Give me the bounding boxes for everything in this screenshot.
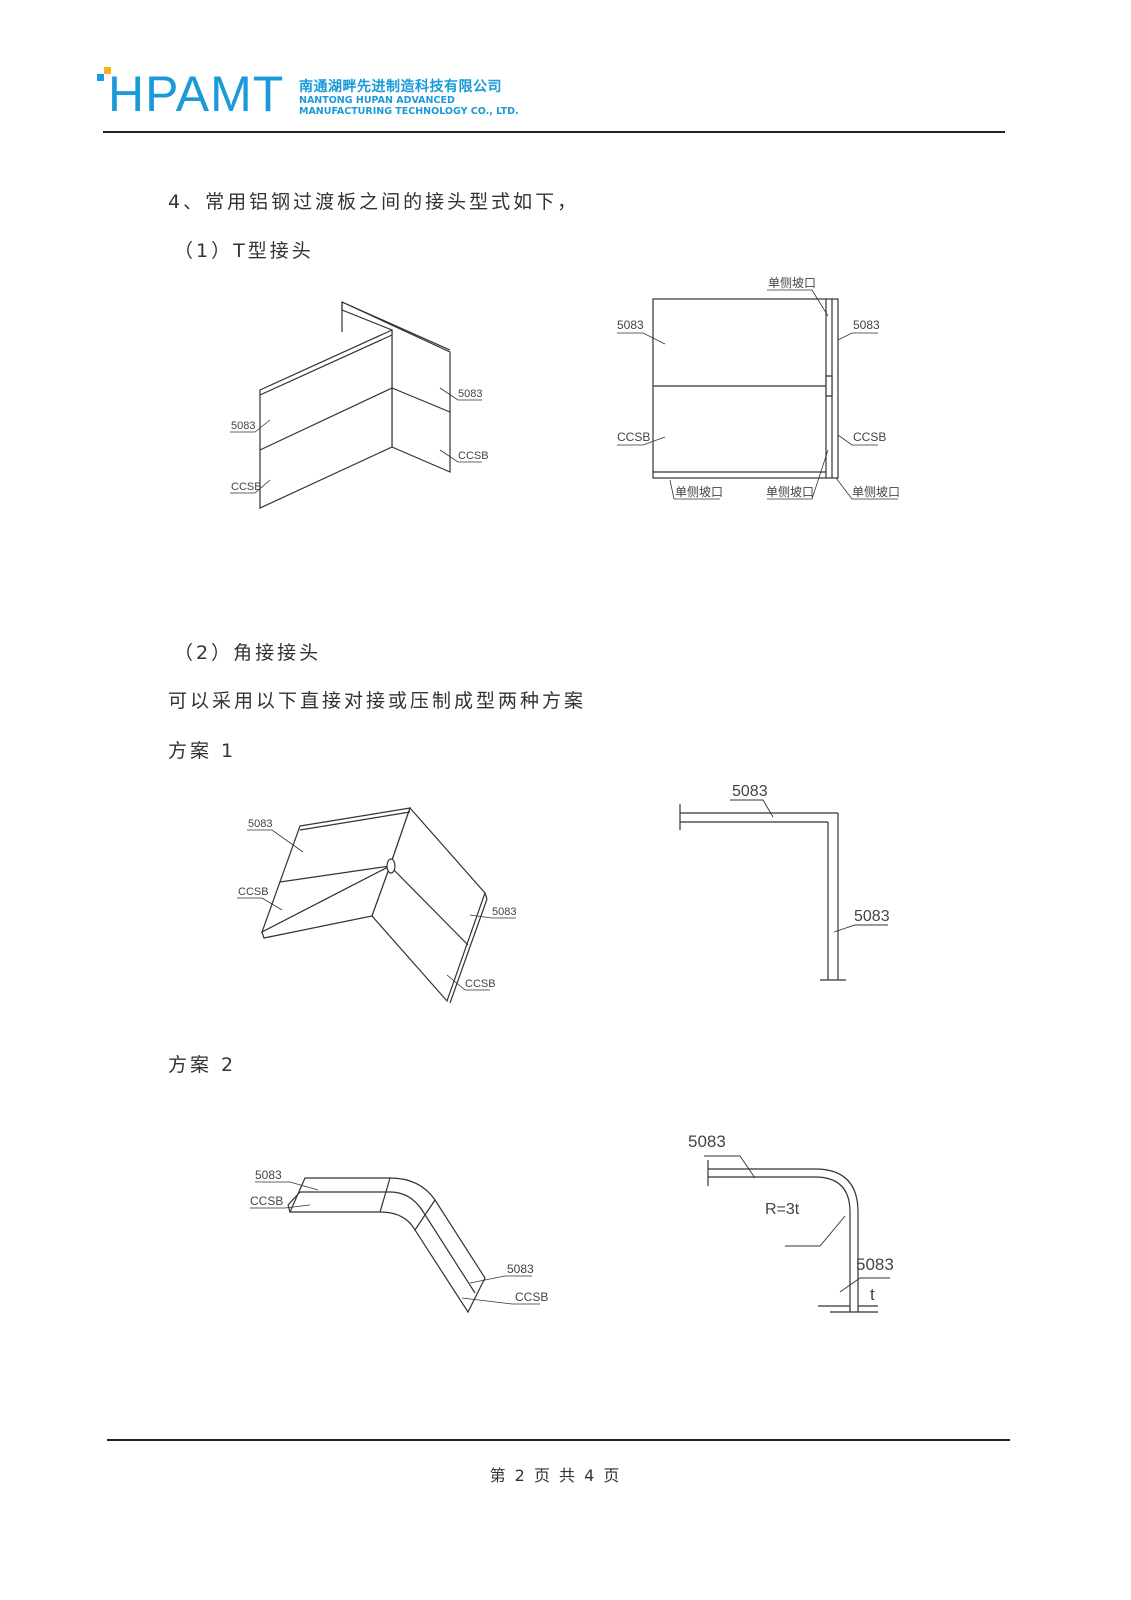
label-5083: 5083: [458, 388, 482, 400]
label-bevel: 单侧坡口: [768, 276, 816, 290]
company-name-en-line2: MANUFACTURING TECHNOLOGY CO., LTD.: [299, 106, 519, 117]
section-1-title: （1）T型接头: [174, 240, 314, 262]
label-ccsb: CCSB: [853, 430, 886, 444]
label-5083: 5083: [732, 783, 768, 800]
scheme-1-isometric: 5083 CCSB 5083 CCSB: [237, 806, 516, 1004]
label-5083: 5083: [617, 318, 644, 332]
scheme-1-title: 方案 1: [168, 740, 237, 762]
label-ccsb: CCSB: [458, 450, 489, 462]
scheme-2-title: 方案 2: [168, 1054, 237, 1076]
label-bevel: 单侧坡口: [675, 485, 723, 499]
header-divider: [103, 131, 1005, 133]
footer-divider: [107, 1439, 1010, 1441]
label-thickness: t: [870, 1285, 875, 1304]
label-5083: 5083: [231, 420, 255, 432]
label-5083: 5083: [688, 1132, 726, 1151]
label-5083: 5083: [255, 1168, 282, 1182]
logo-square-blue: [97, 74, 104, 81]
label-bevel: 单侧坡口: [852, 485, 900, 499]
company-name-cn: 南通湖畔先进制造科技有限公司: [299, 79, 502, 95]
scheme-2-isometric: 5083 CCSB 5083 CCSB: [250, 1168, 548, 1314]
label-ccsb: CCSB: [465, 978, 496, 990]
label-ccsb: CCSB: [238, 886, 269, 898]
label-ccsb: CCSB: [617, 430, 650, 444]
section-heading: 4、常用铝钢过渡板之间的接头型式如下，: [168, 191, 580, 213]
label-5083: 5083: [492, 906, 516, 918]
section-2-intro: 可以采用以下直接对接或压制成型两种方案: [168, 690, 587, 712]
label-5083: 5083: [854, 908, 890, 925]
scheme-2-section: 5083 R=3t 5083 t: [688, 1132, 894, 1313]
company-logo: HPAMT: [108, 66, 285, 122]
label-5083: 5083: [856, 1255, 894, 1274]
label-5083: 5083: [248, 818, 272, 830]
label-ccsb: CCSB: [515, 1290, 548, 1304]
label-radius: R=3t: [765, 1201, 800, 1218]
section-2-title: （2）角接接头: [174, 642, 322, 664]
company-name-en: NANTONG HUPAN ADVANCED MANUFACTURING TEC…: [299, 95, 519, 117]
label-5083: 5083: [507, 1262, 534, 1276]
scheme-1-section: 5083 5083: [679, 783, 890, 981]
label-ccsb: CCSB: [250, 1194, 283, 1208]
label-bevel: 单侧坡口: [766, 485, 814, 499]
t-joint-front-view: 单侧坡口 5083 CCSB 5083 CCSB 单侧坡口 单侧坡口 单侧坡口: [617, 276, 900, 500]
company-name-en-line1: NANTONG HUPAN ADVANCED: [299, 95, 455, 106]
page-number: 第 2 页 共 4 页: [489, 1466, 622, 1485]
t-joint-isometric: 5083 CCSB 5083 CCSB: [230, 301, 489, 509]
label-5083: 5083: [853, 318, 880, 332]
label-ccsb: CCSB: [231, 481, 262, 493]
logo-square-yellow: [104, 67, 111, 74]
